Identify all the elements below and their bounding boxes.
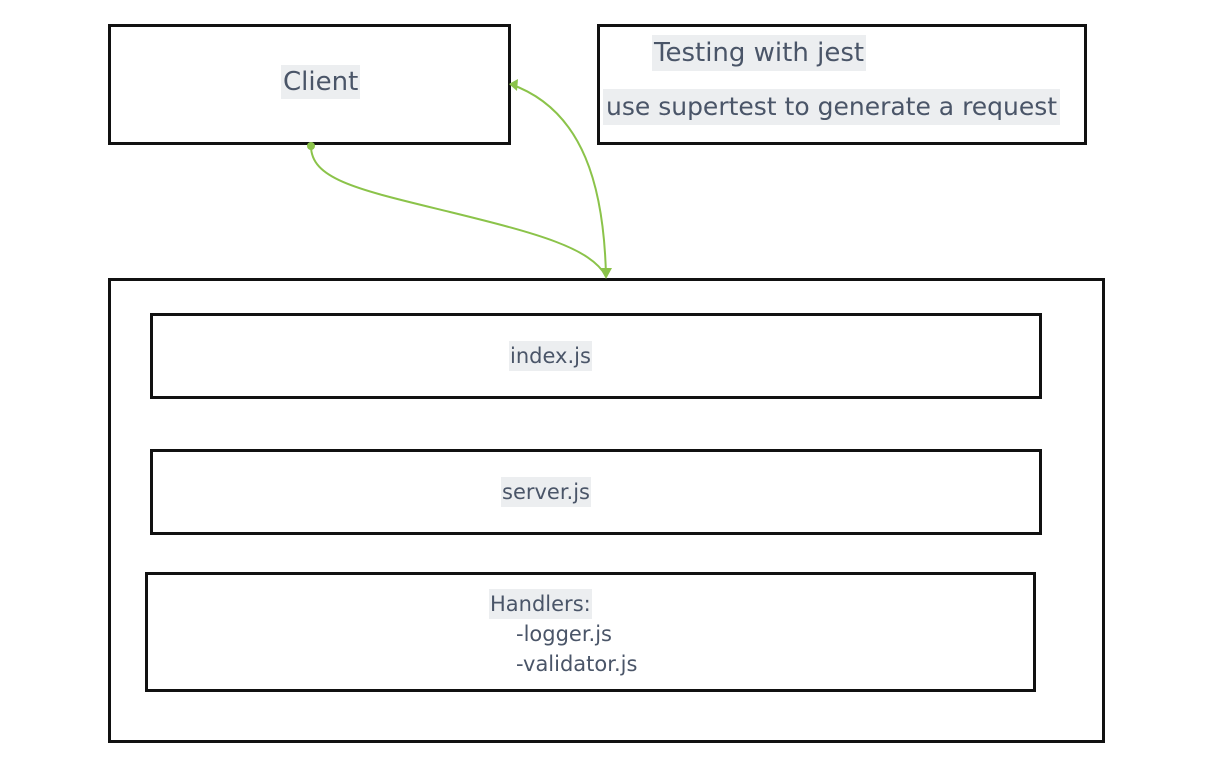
index-js-box: index.js [150,313,1042,399]
client-to-server-connector [310,145,607,277]
server-js-box: server.js [150,449,1042,535]
index-js-label: index.js [509,341,592,371]
client-box: Client [108,24,511,145]
server-to-client-connector [509,83,607,277]
testing-note-box: Testing with jest use supertest to gener… [597,24,1087,145]
handler-item-logger: -logger.js [516,622,612,646]
handlers-box: Handlers: -logger.js -validator.js [145,572,1036,692]
handler-item-validator: -validator.js [516,652,638,676]
client-label: Client [281,65,361,99]
supertest-note-line: use supertest to generate a request [603,89,1061,125]
handlers-title: Handlers: [489,589,592,619]
testing-note-line: Testing with jest [652,35,867,71]
server-js-label: server.js [501,477,591,507]
